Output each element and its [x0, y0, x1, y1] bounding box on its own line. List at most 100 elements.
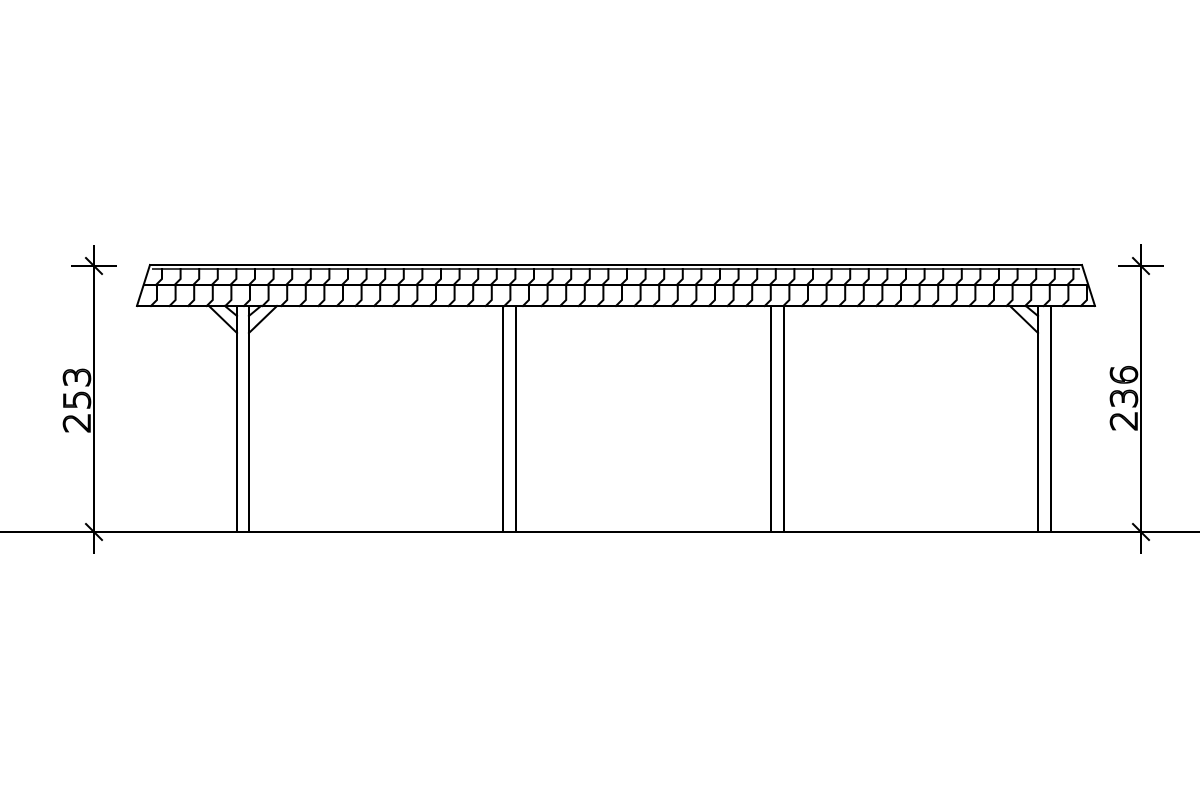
shingle — [731, 268, 740, 287]
shingle — [1065, 268, 1075, 287]
shingle — [991, 268, 1000, 287]
shingle — [879, 268, 889, 287]
shingle — [316, 284, 326, 308]
dimension-left-bottom-tick — [84, 522, 104, 542]
post-1-brace-right — [247, 304, 279, 335]
shingle — [377, 268, 387, 287]
shingle — [1042, 284, 1051, 308]
dimension-right-bottom-tick — [1131, 522, 1151, 542]
shingle — [986, 284, 995, 308]
post-1-brace-left-inner — [223, 304, 239, 318]
shingle — [470, 268, 480, 287]
posts — [207, 304, 1052, 533]
shingle — [967, 284, 977, 308]
post-4-brace-left-inner — [1024, 304, 1040, 318]
shingle — [582, 268, 591, 287]
shingle — [409, 284, 419, 308]
shingle — [712, 268, 721, 287]
shingle — [558, 284, 568, 308]
shingle — [484, 284, 493, 308]
shingle — [298, 284, 307, 308]
roof-right-edge — [1080, 263, 1097, 308]
shingle — [433, 268, 442, 287]
shingle — [168, 284, 177, 308]
shingle — [1023, 284, 1033, 308]
shingle — [563, 268, 573, 287]
shingle — [526, 268, 535, 287]
shingle — [1028, 268, 1038, 287]
shingle — [154, 268, 163, 287]
shingle — [819, 284, 828, 308]
shingle — [489, 268, 498, 287]
shingle — [837, 284, 847, 308]
shingle — [949, 284, 958, 308]
shingle — [266, 268, 275, 287]
shingle — [247, 268, 256, 287]
shingle — [340, 268, 349, 287]
roof-left-edge — [135, 263, 152, 308]
dimension-left-top-tick — [84, 256, 104, 276]
shingle — [545, 268, 554, 287]
shingle — [935, 268, 945, 287]
roof-shingles — [149, 268, 1088, 308]
shingle — [1047, 268, 1056, 287]
shingle — [786, 268, 796, 287]
shingle — [540, 284, 549, 308]
shingle — [210, 268, 219, 287]
shingle — [917, 268, 926, 287]
shingle — [372, 284, 382, 308]
shingle — [693, 268, 703, 287]
shingle — [428, 284, 437, 308]
shingle — [242, 284, 251, 308]
shingle — [670, 284, 679, 308]
shingle — [726, 284, 735, 308]
shingle — [284, 268, 294, 287]
shingle — [1079, 284, 1088, 308]
shingle — [223, 284, 233, 308]
dimension-right: 236 — [1104, 244, 1164, 554]
shingle — [805, 268, 814, 287]
shingle — [614, 284, 623, 308]
dimension-right-value: 236 — [1105, 364, 1146, 433]
dimension-left-value: 253 — [58, 366, 99, 435]
shingle — [447, 284, 456, 308]
post-1-brace-right-inner — [247, 304, 263, 318]
shingle — [638, 268, 647, 287]
shingle — [414, 268, 424, 287]
roof — [135, 263, 1097, 308]
post-1-brace-left — [207, 304, 239, 335]
shingle — [893, 284, 902, 308]
shingle — [1005, 284, 1014, 308]
shingle — [824, 268, 833, 287]
shingle — [781, 284, 791, 308]
shingle — [191, 268, 201, 287]
shingle — [633, 284, 642, 308]
dimension-left: 253 — [57, 245, 117, 554]
shingle — [502, 284, 512, 308]
shingle — [228, 268, 238, 287]
shingle — [874, 284, 884, 308]
post-4-brace-left — [1008, 304, 1040, 335]
shingle — [321, 268, 331, 287]
shingle — [768, 268, 777, 287]
shingle — [763, 284, 772, 308]
shingle — [335, 284, 344, 308]
shingle — [912, 284, 921, 308]
shingle — [359, 268, 368, 287]
shingle — [279, 284, 289, 308]
dimension-right-top-tick — [1131, 256, 1151, 276]
shingle — [749, 268, 759, 287]
shingle — [600, 268, 610, 287]
shingle — [354, 284, 363, 308]
shingle — [898, 268, 907, 287]
shingle — [651, 284, 661, 308]
shingle — [465, 284, 475, 308]
shingle — [972, 268, 982, 287]
shingle — [800, 284, 809, 308]
shingle — [149, 284, 158, 308]
shingle — [391, 284, 400, 308]
shingle — [856, 284, 865, 308]
shingle — [303, 268, 312, 287]
shingle — [744, 284, 754, 308]
